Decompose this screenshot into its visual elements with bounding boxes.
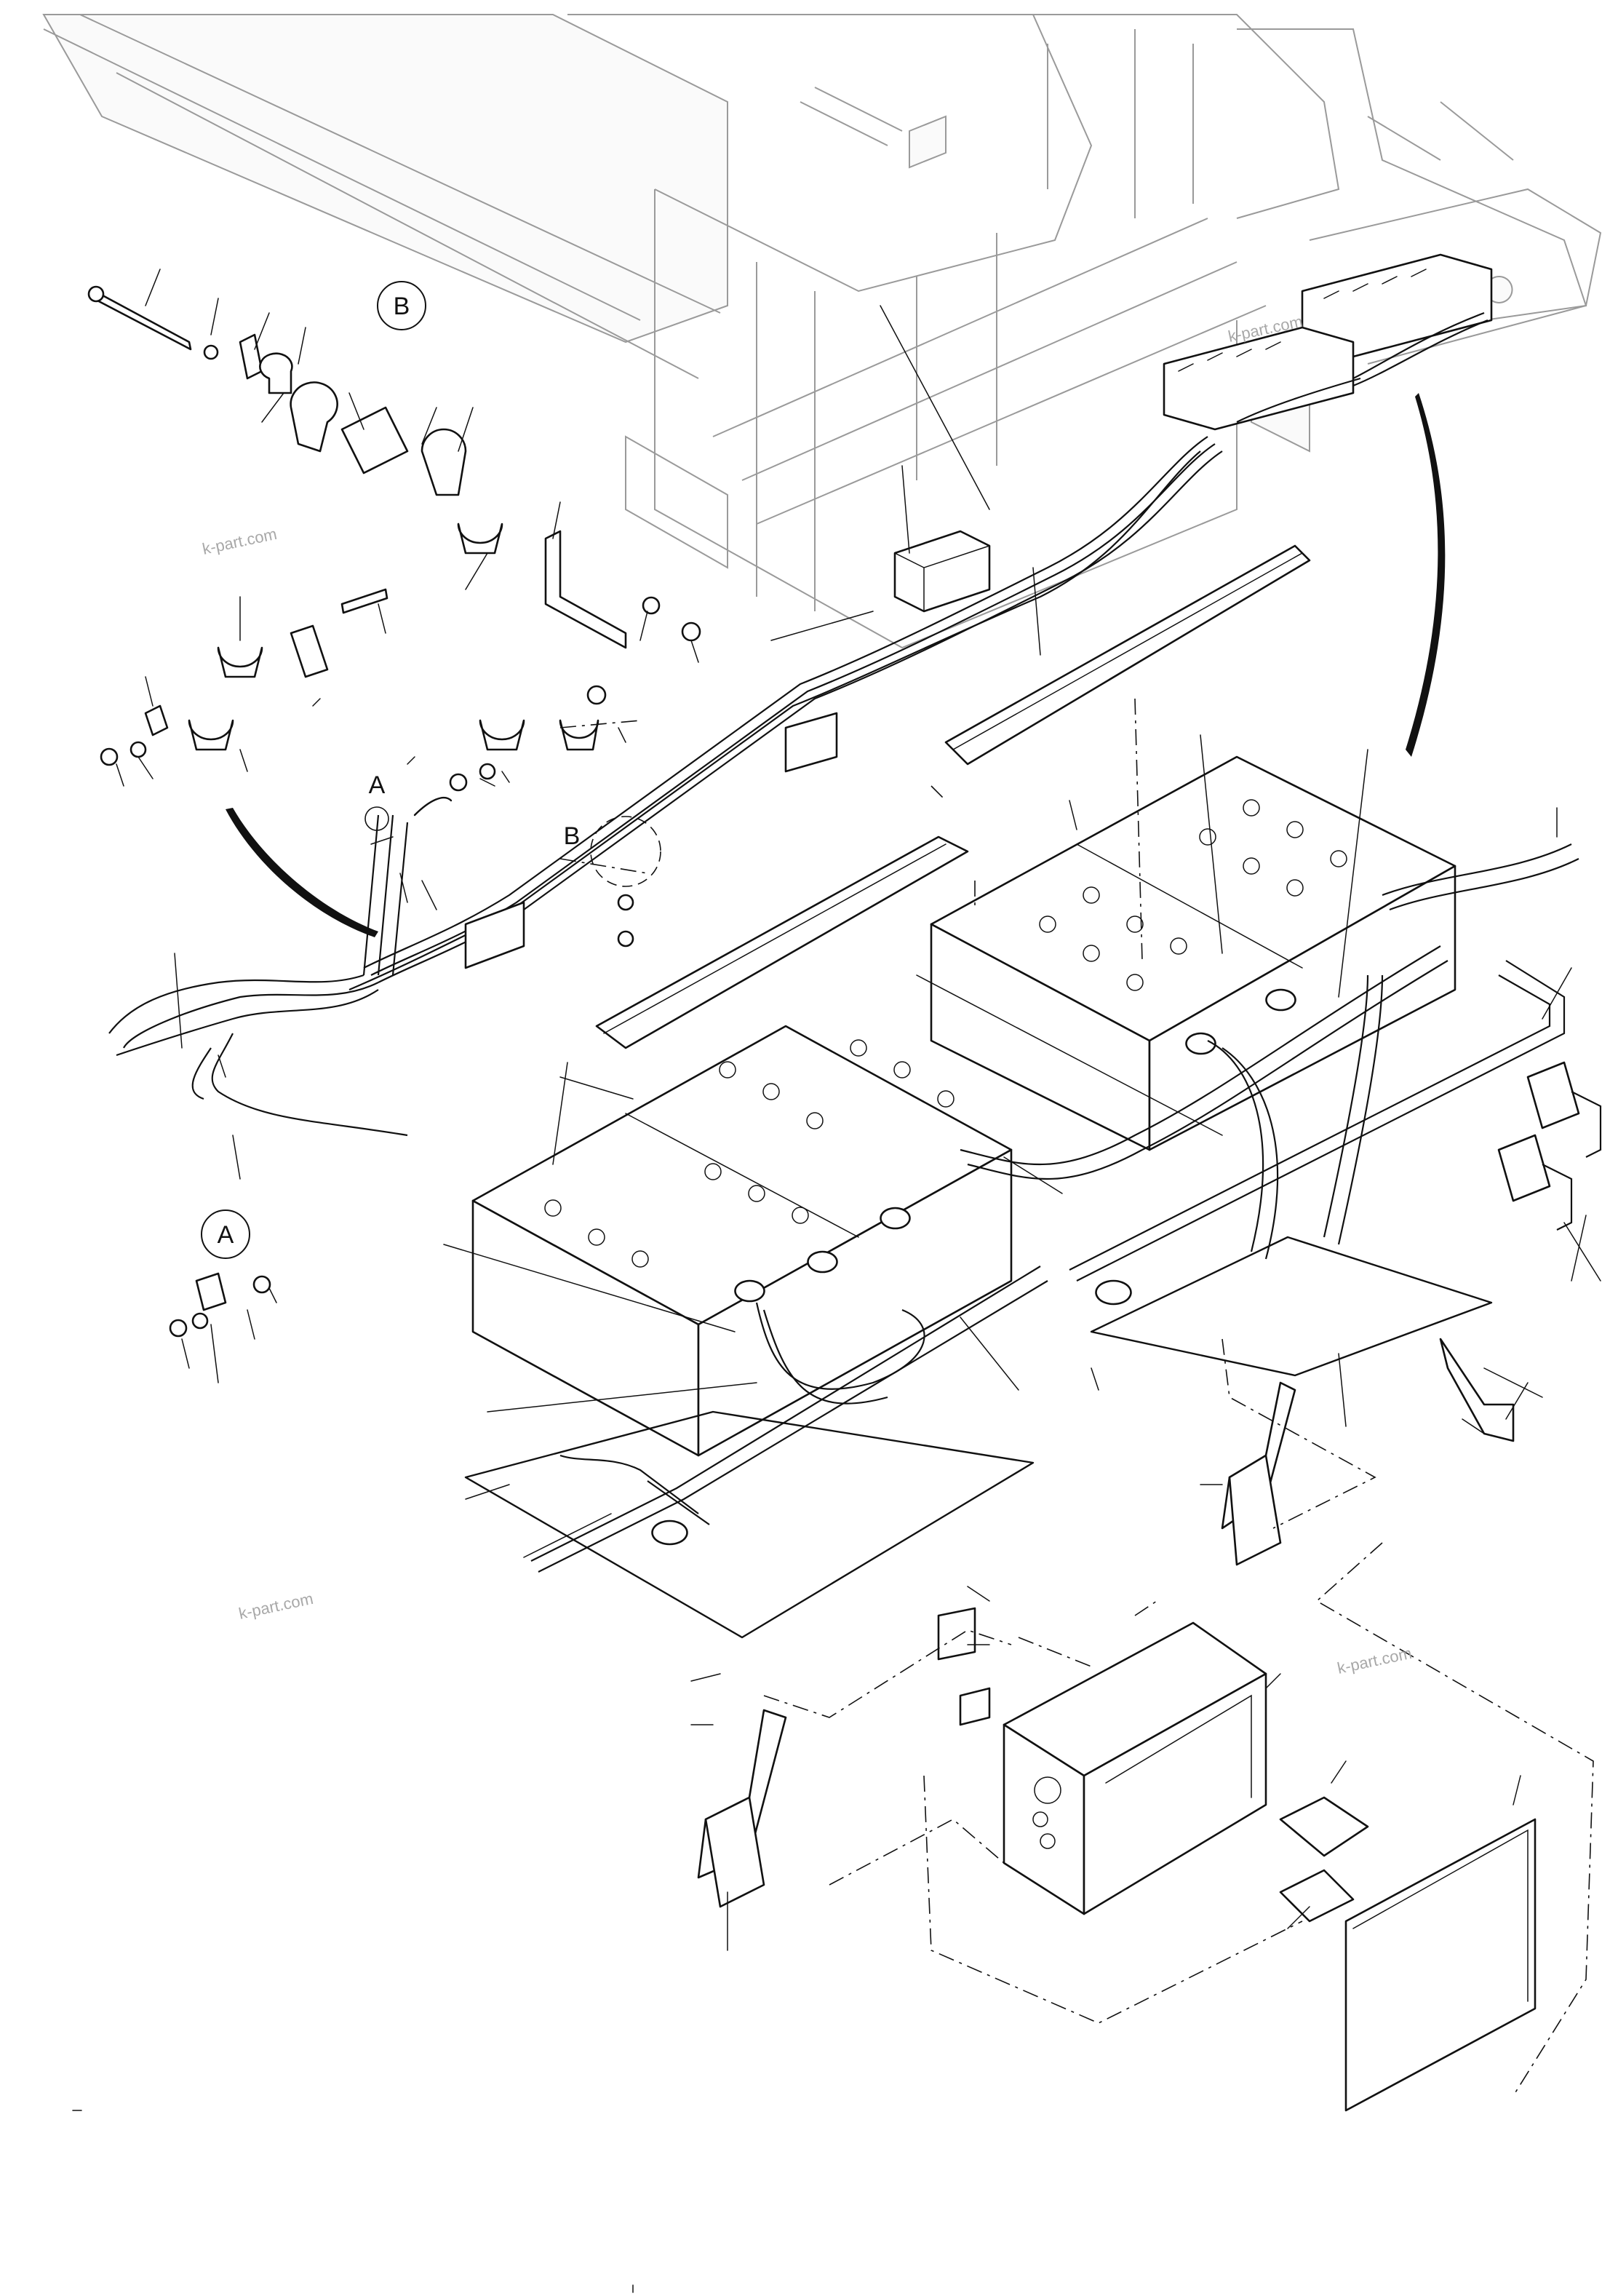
detail-b-callout: B: [377, 281, 426, 330]
mounting-brackets: [697, 1338, 1515, 1908]
watermark: k-part.com: [237, 1589, 315, 1623]
electrical-box: [937, 1607, 1537, 2112]
battery-pair-rear: [930, 755, 1456, 1151]
battery-cables: [530, 843, 1579, 1573]
junction-box: [893, 530, 991, 613]
battery-pair-front: [471, 1025, 1013, 1457]
relay-panel-assembly: [1163, 253, 1493, 431]
battery-cell-caps-front: [544, 1039, 955, 1268]
battery-switches: [1497, 1061, 1602, 1231]
detail-a-callout: A: [201, 1209, 250, 1259]
watermark: k-part.com: [1336, 1644, 1414, 1677]
detail-b-marker-circle: [590, 816, 661, 887]
leader-lines: [116, 269, 1601, 1951]
detail-b-marker-label: B: [564, 822, 581, 850]
main-cable-harness: [108, 436, 1223, 1137]
watermark: k-part.com: [201, 525, 279, 558]
detail-b-callout-label: B: [394, 293, 410, 320]
assembly-center-lines: [559, 698, 1594, 2097]
hardware-parts-b: [87, 285, 701, 948]
detail-a-marker-label: A: [369, 771, 386, 799]
detail-a-marker-circle: [364, 806, 389, 831]
ground-plates: [464, 1236, 1493, 1639]
detail-a-callout-label: A: [218, 1221, 234, 1249]
detail-arrows: [226, 393, 1446, 937]
hardware-parts-a: [169, 1272, 271, 1338]
battery-cell-caps: [1039, 799, 1347, 991]
battery-support-rails: [595, 544, 1311, 1049]
